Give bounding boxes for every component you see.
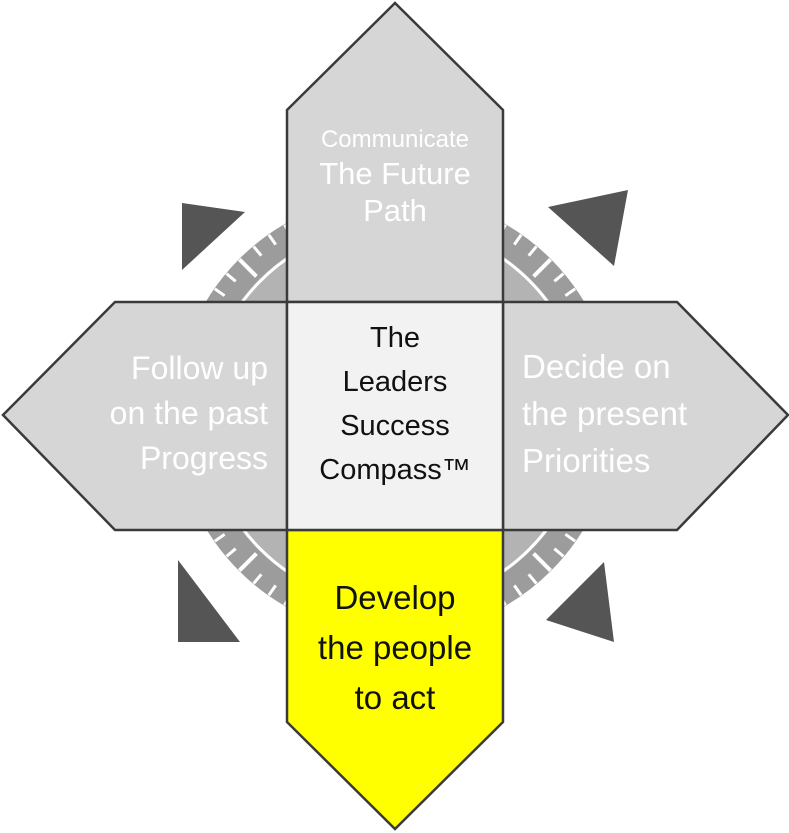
north-label: Communicate The Future Path <box>287 126 503 228</box>
east-line-1: Decide on <box>522 348 671 385</box>
north-small-text: Communicate <box>320 126 470 153</box>
east-line-2: the present <box>522 395 688 432</box>
dial-tick <box>532 258 552 278</box>
north-line-1: The Future <box>319 156 471 191</box>
south-line-2: the people <box>317 629 473 666</box>
dial-tick <box>252 245 263 257</box>
pointer-southeast-icon <box>546 562 614 642</box>
dial-tick <box>267 233 277 246</box>
dial-tick <box>564 533 577 543</box>
south-line-1: Develop <box>334 579 456 616</box>
dial-tick <box>527 245 538 257</box>
west-label: Follow up on the past Progress <box>40 352 268 474</box>
west-line-1: Follow up <box>131 350 268 386</box>
center-line-2: Leaders <box>342 366 448 398</box>
dial-tick <box>513 584 523 597</box>
dial-tick <box>267 584 277 597</box>
dial-tick <box>532 552 552 572</box>
center-line-4: Compass™ <box>319 454 471 486</box>
west-line-2: on the past <box>109 395 268 431</box>
dial-tick <box>513 233 523 246</box>
pointer-northeast-icon <box>548 190 628 266</box>
east-line-3: Priorities <box>522 442 651 479</box>
north-line-2: Path <box>363 193 427 228</box>
west-line-3: Progress <box>139 440 268 476</box>
center-line-1: The <box>370 322 420 354</box>
pointer-southwest-icon <box>178 560 240 642</box>
dial-tick <box>225 272 237 283</box>
south-label: Develop the people to act <box>287 581 503 714</box>
dial-tick <box>238 258 258 278</box>
dial-tick <box>213 533 226 543</box>
dial-tick <box>213 287 226 297</box>
pointer-northwest-icon <box>182 203 245 270</box>
dial-tick <box>564 287 577 297</box>
dial-tick <box>238 552 258 572</box>
dial-tick <box>553 272 565 283</box>
center-line-3: Success <box>340 410 450 442</box>
center-box <box>285 300 505 532</box>
center-label: The Leaders Success Compass™ <box>287 324 503 485</box>
dial-tick <box>553 547 565 558</box>
east-label: Decide on the present Priorities <box>522 350 762 477</box>
south-line-3: to act <box>354 679 436 716</box>
dial-tick <box>225 547 237 558</box>
dial-tick <box>527 573 538 585</box>
dial-tick <box>252 573 263 585</box>
